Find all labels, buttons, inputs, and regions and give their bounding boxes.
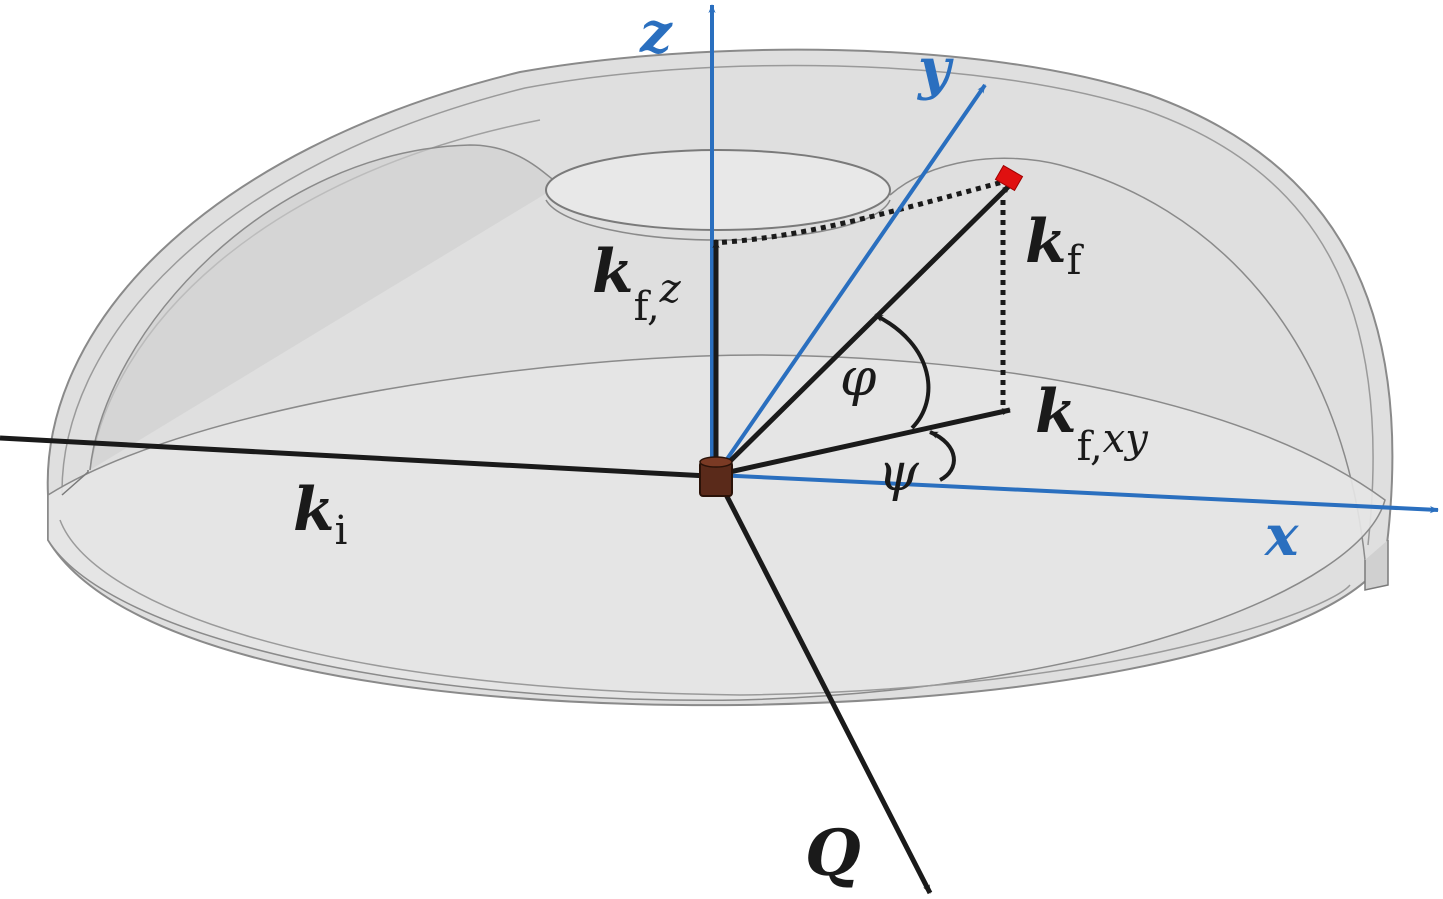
ki-label-main: k xyxy=(293,475,335,545)
kfxy-label-sub: f, xyxy=(1077,424,1103,470)
dome-cutout-right xyxy=(889,157,1366,561)
detector-dome xyxy=(46,48,1394,707)
dome-right-edge xyxy=(1364,540,1389,591)
y-axis-label: y xyxy=(916,36,954,102)
dome-base-rim xyxy=(59,519,1351,696)
q-label: Q xyxy=(805,816,861,891)
dome-cutout-left xyxy=(89,144,561,471)
projection-guides xyxy=(711,177,1011,408)
y-axis xyxy=(714,83,987,477)
kf-vector xyxy=(714,183,1012,477)
kfxy-label: kf,xy xyxy=(1035,377,1149,470)
kfz-label: kf,z xyxy=(592,237,682,330)
dome-base xyxy=(47,354,1386,702)
dome-left-edge xyxy=(61,470,89,496)
ki-vector xyxy=(0,435,709,480)
kfz-label-main: k xyxy=(592,237,634,307)
coordinate-axes xyxy=(708,4,1439,514)
detector-top-hole xyxy=(545,149,891,231)
x-axis xyxy=(715,473,1439,514)
phi-arc xyxy=(874,313,931,430)
dome-inner-shell xyxy=(61,64,1374,546)
kfxy-label-sub-italic: xy xyxy=(1103,416,1150,462)
angle-arcs xyxy=(874,313,956,482)
kfxy-label-main: k xyxy=(1035,377,1077,447)
kfz-label-sub: f, xyxy=(634,284,660,330)
wave-vectors xyxy=(0,183,1012,895)
kf-endpoint-marker xyxy=(994,164,1024,192)
psi-arc xyxy=(929,430,956,482)
kfxy-vector xyxy=(715,407,1011,478)
z-axis-label: z xyxy=(639,0,673,66)
sample xyxy=(699,456,733,497)
labels: z y x kf kf,z kf,xy ki Q φ ψ xyxy=(293,0,1299,891)
q-vector xyxy=(713,473,933,895)
kf-label-main: k xyxy=(1025,207,1067,277)
ki-label: ki xyxy=(293,475,347,554)
kf-label: kf xyxy=(1025,207,1085,284)
kf-label-sub: f xyxy=(1067,238,1085,284)
psi-label: ψ xyxy=(878,443,920,503)
kfz-label-sub-italic: z xyxy=(659,266,682,312)
kf-dotted-arc xyxy=(711,177,1011,246)
phi-label: φ xyxy=(840,348,877,408)
ki-label-sub: i xyxy=(335,508,348,554)
x-axis-label: x xyxy=(1264,503,1299,569)
sample-cylinder-top xyxy=(699,456,733,468)
